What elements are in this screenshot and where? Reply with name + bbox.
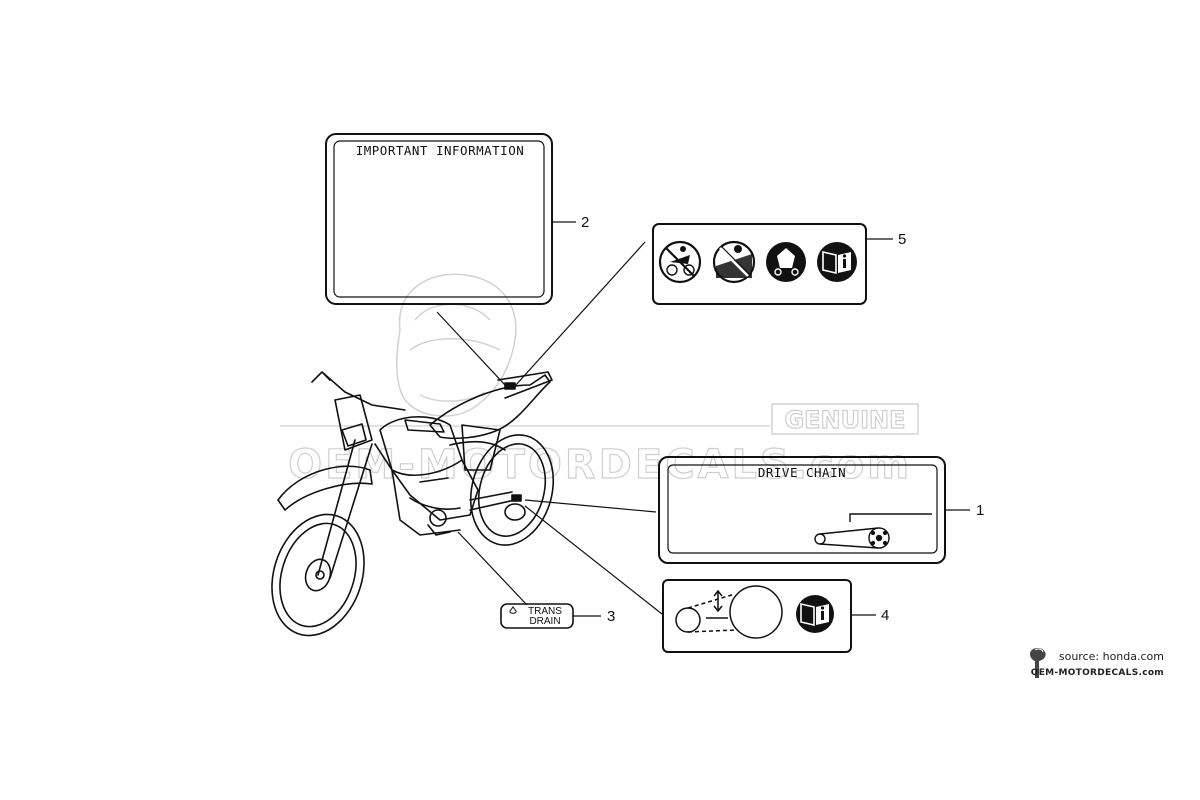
decal-drive-chain-label: DRIVE CHAIN — [758, 465, 846, 480]
leader-line-3 — [457, 531, 528, 606]
decal-trans-drain: TRANS DRAIN 3 — [500, 603, 615, 629]
watermark-genuine-box — [771, 403, 919, 435]
decal-warning-icons: 5 — [652, 223, 906, 305]
leader-line-1 — [524, 499, 657, 513]
seat-decal-marker — [504, 382, 516, 390]
chain-decal-marker — [511, 494, 522, 502]
watermark: GENUINE OEM-MOTORDECALS.com — [280, 273, 919, 489]
no-passenger-icon — [658, 240, 702, 284]
no-riding-icon — [712, 240, 756, 284]
callout-number-4: 4 — [881, 607, 889, 624]
front-forks — [317, 439, 373, 579]
decal-trans-drain-line2: DRAIN — [529, 616, 560, 627]
callout-number-2: 2 — [581, 214, 589, 231]
manual-info-icon — [796, 595, 834, 633]
oil-drop-icon — [509, 606, 517, 614]
site-credit: OEM-MOTORDECALS.com — [1030, 668, 1164, 678]
caution-icon — [766, 242, 806, 282]
decal-important-information: IMPORTANT INFORMATION 2 — [325, 133, 589, 305]
decal-chain-slack: 4 — [662, 579, 889, 653]
manual-info-icon — [817, 242, 857, 282]
callout-number-5: 5 — [898, 231, 906, 248]
leader-line-2 — [436, 311, 506, 386]
motorcycle-illustration — [271, 371, 555, 637]
leader-line-5 — [514, 241, 646, 387]
swingarm — [469, 491, 516, 511]
rear-fender — [497, 371, 553, 399]
seat — [429, 374, 551, 440]
leader-line-4 — [524, 505, 663, 615]
front-fender — [277, 465, 373, 511]
decal-trans-drain-line1: TRANS — [528, 606, 562, 617]
engine — [391, 459, 479, 521]
handlebar — [311, 371, 406, 411]
watermark-genuine-text: GENUINE — [784, 406, 905, 434]
chain-diagram-icon — [814, 513, 932, 549]
watermark-helmet-logo — [395, 273, 517, 417]
callout-number-3: 3 — [607, 608, 615, 625]
rear-wheel — [469, 434, 555, 546]
frame — [374, 443, 461, 536]
callout-number-1: 1 — [976, 502, 984, 519]
source-credit: source: honda.com — [1058, 650, 1164, 663]
side-panel — [461, 424, 501, 471]
helmet-logo-icon — [1030, 648, 1046, 678]
number-plate — [334, 394, 373, 451]
decal-drive-chain: DRIVE CHAIN 1 — [658, 456, 984, 564]
chain-adjust-icon — [675, 585, 783, 639]
decal-important-information-label: IMPORTANT INFORMATION — [356, 143, 525, 158]
exhaust — [449, 440, 506, 451]
leader-lines — [436, 241, 663, 615]
